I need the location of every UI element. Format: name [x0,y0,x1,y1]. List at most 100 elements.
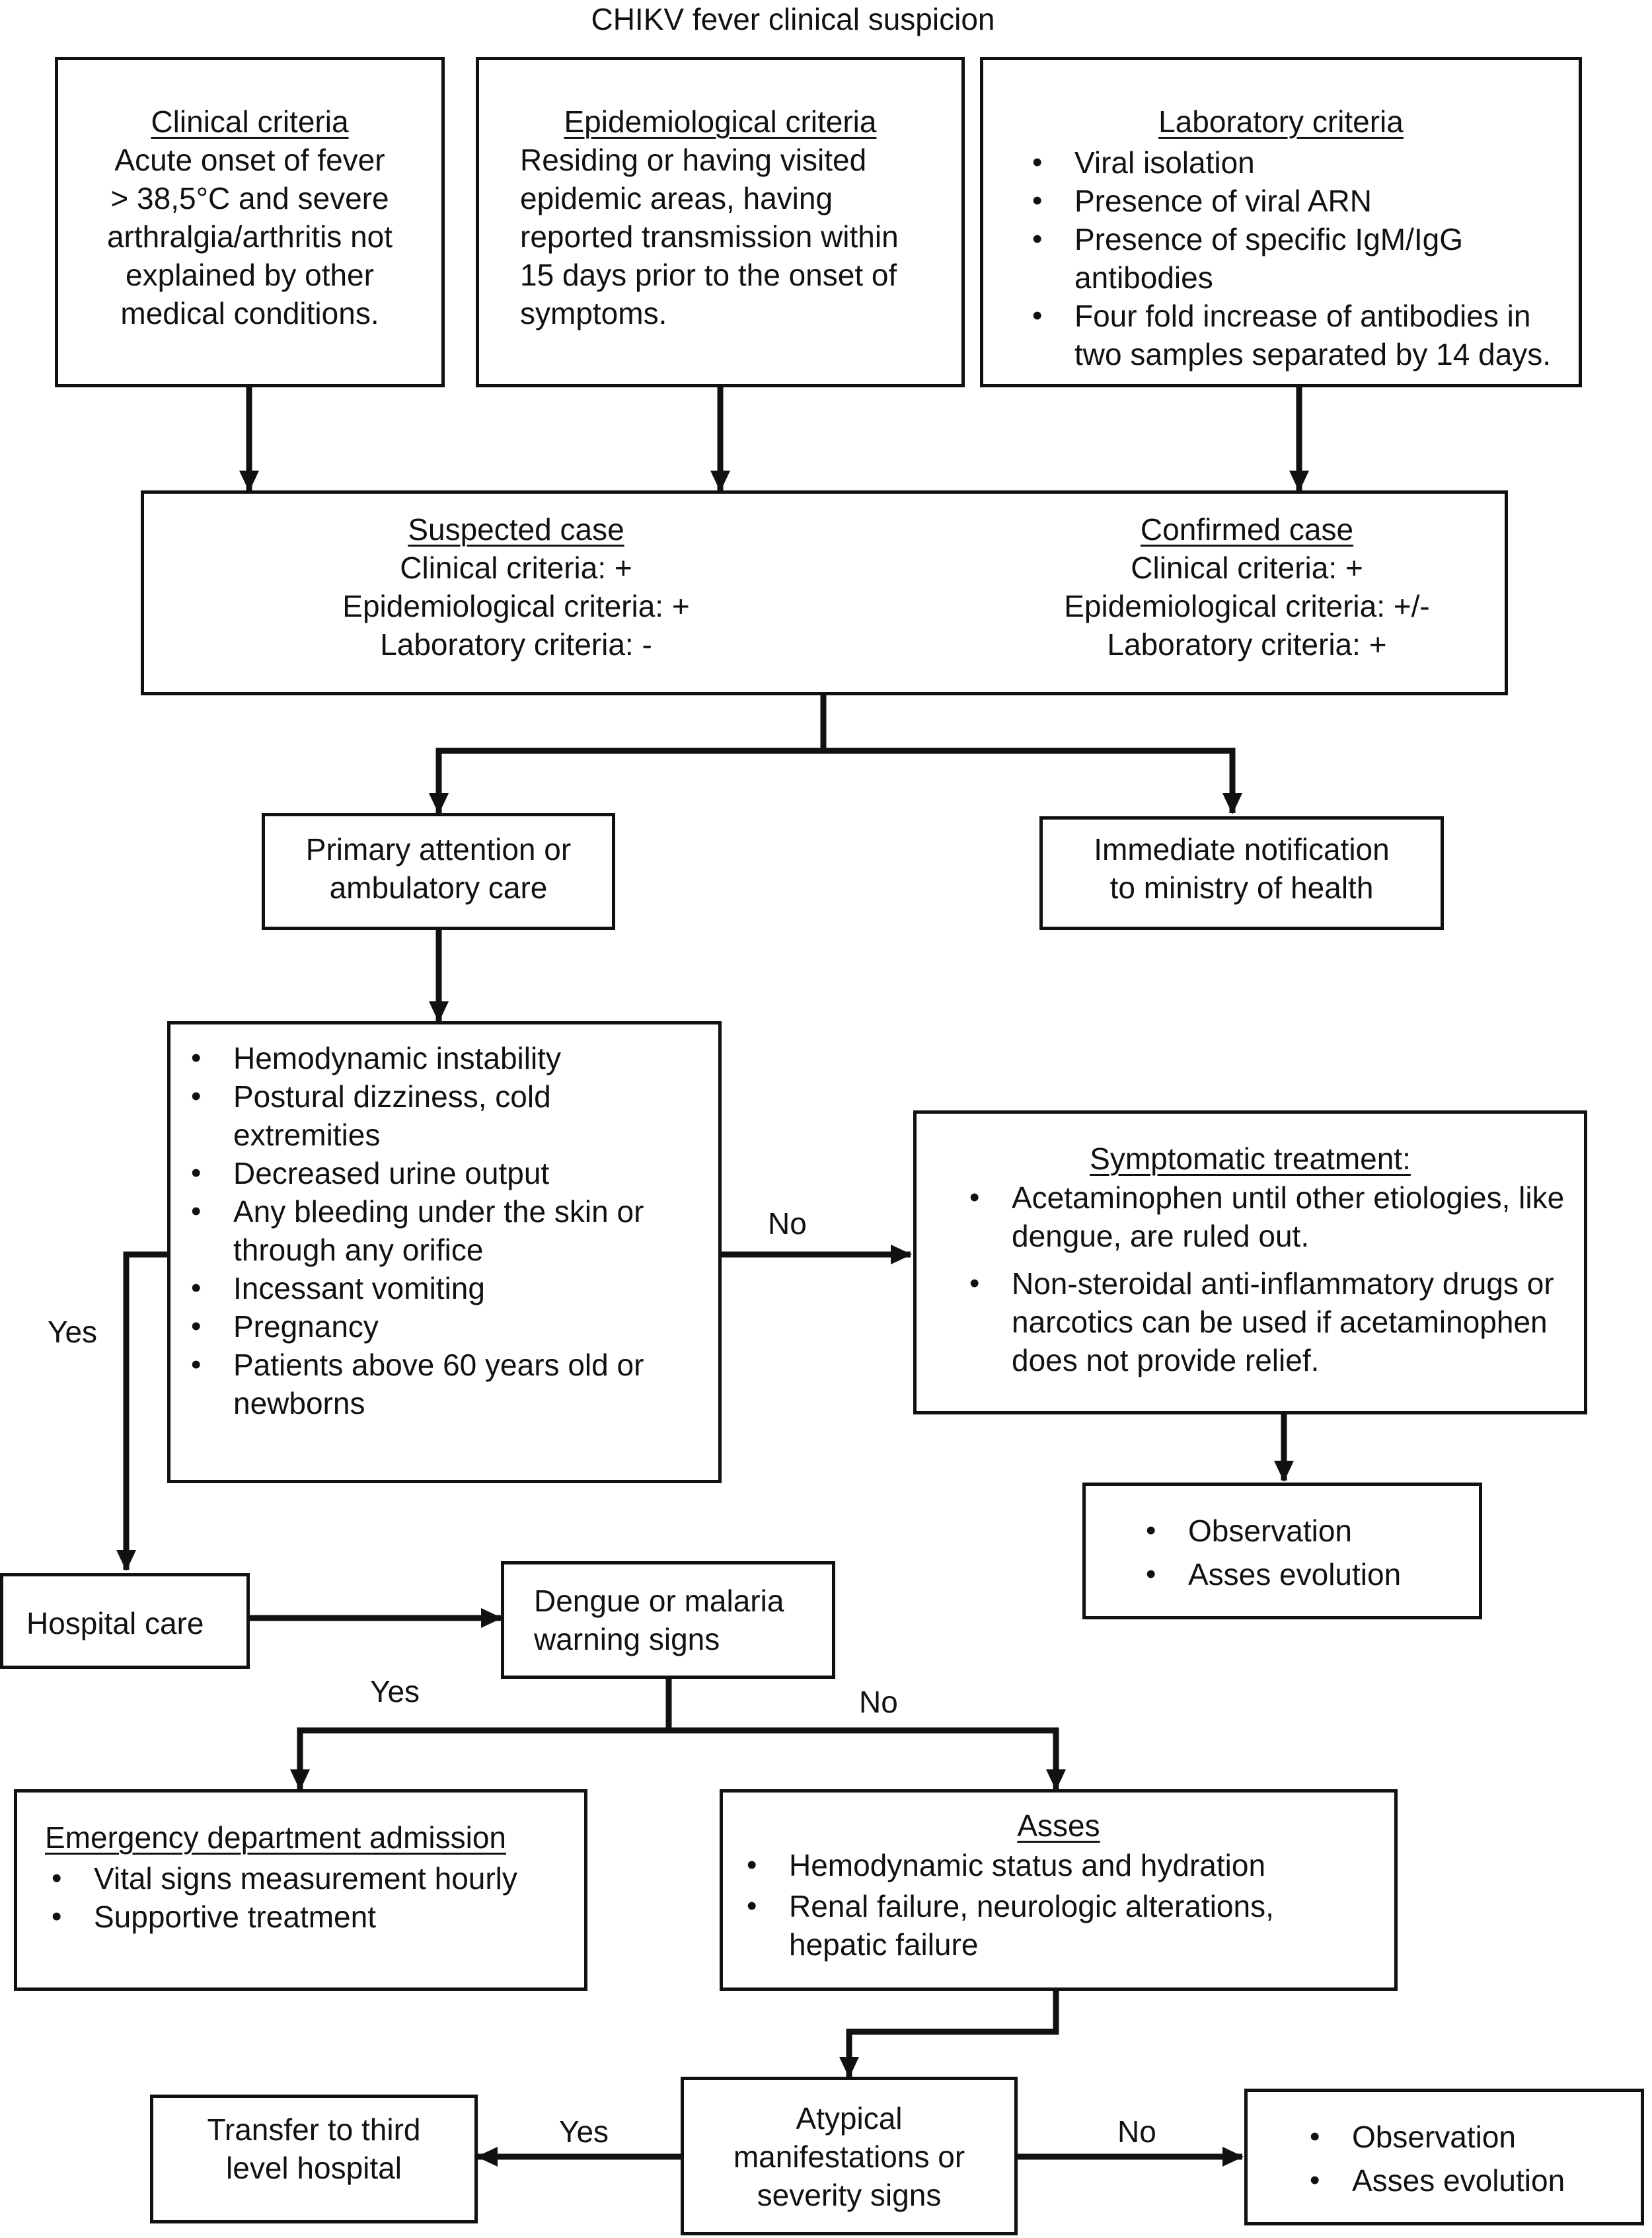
emergency-admission-list: Vital signs measurement hourly Supportiv… [45,1859,517,1936]
notification-line: Immediate notification [1094,832,1390,867]
notification-line: to ministry of health [1109,870,1374,905]
transfer-text: Transfer to third level hospital [153,2110,474,2187]
list-item: Non-steroidal anti-inflammatory drugs or… [963,1264,1564,1379]
atypical-line: manifestations or [733,2140,965,2174]
clinical-criteria-line: > 38,5°C and severe [110,181,389,215]
transfer-box [150,2095,478,2223]
list-line: antibodies [1074,260,1213,295]
edge-label-dengue-no: No [859,1685,898,1719]
atypical-manifestations-text: Atypical manifestations or severity sign… [684,2099,1014,2214]
clinical-criteria-text: Clinical criteria Acute onset of fever >… [58,102,441,332]
emergency-heading-text: Emergency department admission [45,1820,506,1855]
list-line: Hemodynamic instability [233,1041,561,1075]
list-item: Incessant vomiting [184,1269,644,1307]
epidemiological-line: 15 days prior to the onset of [520,258,897,292]
transfer-line: level hospital [226,2151,402,2185]
list-line: Presence of specific IgM/IgG [1074,222,1464,256]
list-item: Viral isolation [1026,143,1551,182]
connector-case-to-notification [823,748,1242,814]
list-item: Hemodynamic instability [184,1039,644,1077]
list-line: through any orifice [233,1233,484,1267]
list-line: Hemodynamic status and hydration [789,1848,1266,1882]
list-item: Hemodynamic status and hydration [740,1846,1274,1884]
hospital-care-label: Hospital care [26,1606,204,1640]
notification-box [1039,816,1444,930]
diagram-title: CHIKV fever clinical suspicion [591,2,995,36]
notification-text: Immediate notification to ministry of he… [1043,830,1441,907]
list-line: Patients above 60 years old or [233,1348,644,1382]
arrow-asses-to-atypical [839,1991,1059,2078]
hospital-care-box [0,1573,250,1669]
epidemiological-line: epidemic areas, having [520,181,833,215]
primary-attention-box [262,813,615,930]
suspected-case-text: Suspected case Clinical criteria: + Epid… [252,510,780,664]
clinical-criteria-box [55,57,445,387]
emergency-admission-heading: Emergency department admission [45,1818,506,1857]
atypical-line: Atypical [796,2101,903,2136]
edge-label-warning-yes: Yes [48,1315,98,1349]
observation-list-1: Observation Asses evolution [1139,1512,1401,1594]
list-item: Supportive treatment [45,1898,517,1936]
list-line: hepatic failure [789,1927,979,1962]
atypical-line: severity signs [757,2178,942,2212]
list-line: two samples separated by 14 days. [1074,337,1552,371]
list-line: extremities [233,1118,381,1152]
edge-label-dengue-yes: Yes [370,1674,420,1709]
clinical-criteria-heading: Clinical criteria [151,104,349,139]
list-item: Decreased urine output [184,1154,644,1192]
transfer-line: Transfer to third [207,2112,421,2147]
edge-label-atypical-yes: Yes [559,2114,609,2149]
list-item: Observation [1303,2118,1565,2156]
list-item: Presence of viral ARN [1026,182,1551,220]
list-line: does not provide relief. [1012,1343,1320,1377]
epidemiological-criteria-text: Residing or having visited epidemic area… [520,141,899,332]
clinical-criteria-line: medical conditions. [120,296,379,330]
list-line: dengue, are ruled out. [1012,1219,1310,1253]
list-line: Observation [1352,2120,1517,2154]
confirmed-case-heading: Confirmed case [1140,512,1354,547]
epidemiological-line: Residing or having visited [520,143,867,177]
suspected-case-line: Clinical criteria: + [400,551,632,585]
clinical-criteria-line: arthralgia/arthritis not [106,219,393,254]
epidemiological-line: symptoms. [520,296,667,330]
edge-label-atypical-no: No [1117,2114,1156,2149]
list-line: newborns [233,1386,365,1420]
asses-heading: Asses [723,1806,1394,1845]
list-line: Asses evolution [1352,2163,1565,2198]
list-line: Pregnancy [233,1309,379,1344]
list-item: Postural dizziness, cold extremities [184,1077,644,1154]
suspected-case-heading: Suspected case [408,512,624,547]
clinical-criteria-line: Acute onset of fever [114,143,385,177]
observation-list-2: Observation Asses evolution [1303,2118,1565,2200]
list-line: Presence of viral ARN [1074,184,1372,218]
list-item: Patients above 60 years old or newborns [184,1346,644,1422]
list-line: Decreased urine output [233,1156,550,1190]
list-line: Acetaminophen until other etiologies, li… [1012,1180,1565,1215]
list-item: Asses evolution [1139,1555,1401,1594]
observation-box-1 [1082,1483,1482,1619]
epidemiological-criteria-heading: Epidemiological criteria [479,102,961,141]
suspected-case-line: Laboratory criteria: - [380,627,652,662]
primary-attention-text: Primary attention or ambulatory care [265,830,612,907]
case-definition-box [141,490,1508,695]
list-item: Vital signs measurement hourly [45,1859,517,1898]
connector-case-split [429,692,827,814]
list-line: Asses evolution [1188,1557,1402,1592]
symptomatic-heading-text: Symptomatic treatment: [1090,1141,1411,1176]
list-line: narcotics can be used if acetaminophen [1012,1305,1548,1339]
list-item: Asses evolution [1303,2161,1565,2200]
dengue-malaria-line: warning signs [534,1622,720,1656]
atypical-manifestations-box [681,2077,1018,2235]
list-line: Renal failure, neurologic alterations, [789,1889,1274,1923]
list-line: Postural dizziness, cold [233,1079,551,1114]
observation-box-2 [1244,2089,1644,2225]
list-item: Pregnancy [184,1307,644,1346]
laboratory-heading-text: Laboratory criteria [1158,104,1404,139]
confirmed-case-line: Clinical criteria: + [1131,551,1363,585]
confirmed-case-line: Laboratory criteria: + [1107,627,1387,662]
connector-dengue-split [290,1678,672,1791]
list-line: Non-steroidal anti-inflammatory drugs or [1012,1266,1554,1301]
